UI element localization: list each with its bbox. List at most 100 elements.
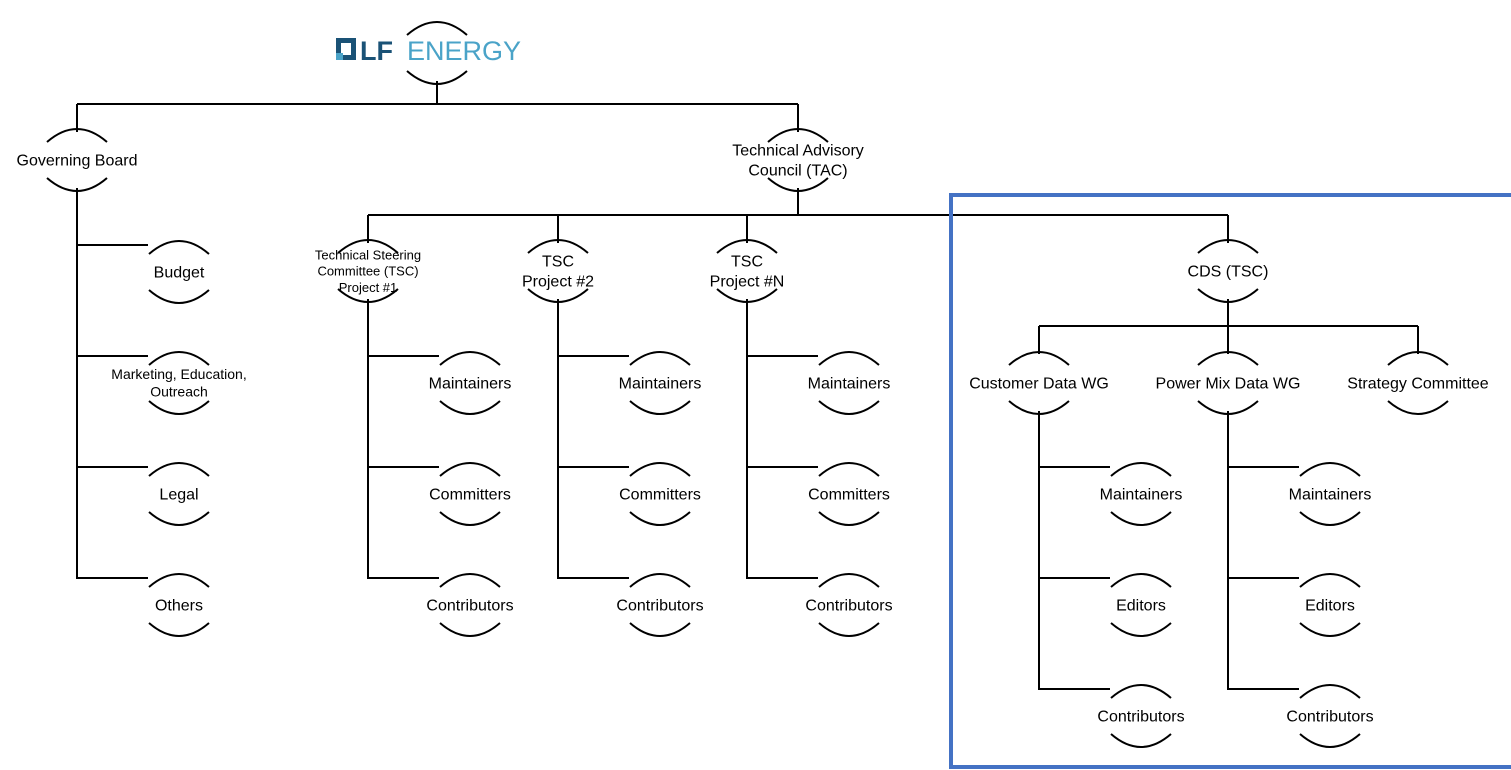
tsc-project-1-maintainers-label: Maintainers [429,376,512,393]
node-arcs [46,21,1449,748]
tsc-project-1-contributors-arc-top [439,573,501,588]
governing-board-marketing-education-outreach-arc-bottom [148,400,210,415]
tsc-project-3-label: TSC [731,254,763,271]
tsc-project-3-committers-label: Committers [808,487,890,504]
governing-board-legal-arc-bottom [148,511,210,526]
cds-power-mix-data-wg-label: Power Mix Data WG [1156,376,1301,393]
connector-lines [76,81,1419,690]
tsc-project-2-committers-arc-top [629,462,691,477]
governing-board-marketing-education-outreach-label: Marketing, Education, [111,366,246,382]
tsc-project-3-maintainers-arc-top [818,351,880,366]
cds-power-mix-data-wg-contributors-label: Contributors [1286,709,1373,726]
tsc-project-2-arc-top [527,239,589,254]
cds-power-mix-data-wg-editors-arc-bottom [1299,622,1361,637]
cds-power-mix-data-wg-maintainers-arc-top [1299,462,1361,477]
governing-board-budget-label: Budget [154,265,205,282]
tac-arc-bottom [767,177,829,192]
tsc-project-3-committers-arc-top [818,462,880,477]
cds-customer-data-wg-arc-bottom [1008,400,1070,415]
tsc-project-2-contributors-label: Contributors [616,598,703,615]
tsc-project-1-label: Technical Steering [315,247,421,262]
governing-board-legal-label: Legal [159,487,198,504]
cds-power-mix-data-wg-editors-label: Editors [1305,598,1355,615]
cds-power-mix-data-wg-editors-arc-top [1299,573,1361,588]
cds-tsc-arc-top [1197,239,1259,254]
tsc-project-1-committers-arc-top [439,462,501,477]
cds-strategy-committee-label: Strategy Committee [1347,376,1488,393]
tac-arc-top [767,128,829,143]
cds-customer-data-wg-editors-arc-bottom [1110,622,1172,637]
tsc-project-3-maintainers-label: Maintainers [808,376,891,393]
tsc-project-3-maintainers-arc-bottom [818,400,880,415]
tsc-project-3-arc-top [716,239,778,254]
logo-mark-text: LF [360,36,393,66]
tsc-project-2-maintainers-arc-bottom [629,400,691,415]
cds-customer-data-wg-contributors-arc-top [1110,684,1172,699]
cds-tsc-label: CDS (TSC) [1188,264,1269,281]
cds-strategy-committee-arc-bottom [1387,400,1449,415]
cds-power-mix-data-wg-arc-bottom [1197,400,1259,415]
cds-power-mix-data-wg-arc-top [1197,351,1259,366]
logo-mark-inner [341,43,351,55]
tsc-project-2-maintainers-label: Maintainers [619,376,702,393]
tsc-project-1-arc-bottom [337,288,399,303]
governing-board-legal-arc-top [148,462,210,477]
cds-power-mix-data-wg-contributors-arc-bottom [1299,733,1361,748]
tsc-project-1-contributors-label: Contributors [426,598,513,615]
governing-board-others-arc-bottom [148,622,210,637]
tsc-project-1-maintainers-arc-bottom [439,400,501,415]
tac-label: Council (TAC) [748,163,847,180]
root-node-arc-top [406,21,468,36]
tsc-project-3-committers-arc-bottom [818,511,880,526]
tsc-project-3-label: Project #N [710,274,785,291]
governing-board-budget-arc-top [148,240,210,255]
cds-highlight-box [949,193,1511,769]
tsc-project-3-contributors-arc-top [818,573,880,588]
logo-mark-accent [336,53,343,60]
tsc-project-2-contributors-arc-top [629,573,691,588]
tsc-project-2-arc-bottom [527,288,589,303]
tsc-project-2-committers-arc-bottom [629,511,691,526]
root-node-arc-bottom [406,70,468,85]
tsc-project-3-contributors-label: Contributors [805,598,892,615]
cds-customer-data-wg-editors-arc-top [1110,573,1172,588]
logo-wordmark: ENERGY [407,36,521,66]
tsc-project-2-maintainers-arc-top [629,351,691,366]
governing-board-others-arc-top [148,573,210,588]
cds-strategy-committee-arc-top [1387,351,1449,366]
tsc-project-3-arc-bottom [716,288,778,303]
tsc-project-1-maintainers-arc-top [439,351,501,366]
lf-energy-logo: LF ENERGY [336,36,521,66]
cds-power-mix-data-wg-maintainers-arc-bottom [1299,511,1361,526]
tsc-project-2-committers-label: Committers [619,487,701,504]
tsc-project-1-arc-top [337,239,399,254]
cds-power-mix-data-wg-maintainers-label: Maintainers [1289,487,1372,504]
tsc-project-2-contributors-arc-bottom [629,622,691,637]
governing-board-budget-arc-bottom [148,289,210,304]
governing-board-arc-top [46,128,108,143]
governing-board-marketing-education-outreach-label: Outreach [150,384,208,400]
tsc-project-1-label: Project #1 [339,280,398,295]
tsc-project-1-label: Committee (TSC) [317,264,418,279]
cds-customer-data-wg-maintainers-arc-top [1110,462,1172,477]
cds-tsc-arc-bottom [1197,288,1259,303]
tsc-project-2-label: Project #2 [522,274,594,291]
tsc-project-1-contributors-arc-bottom [439,622,501,637]
cds-customer-data-wg-editors-label: Editors [1116,598,1166,615]
tsc-project-2-label: TSC [542,254,574,271]
cds-customer-data-wg-maintainers-arc-bottom [1110,511,1172,526]
tsc-project-1-committers-arc-bottom [439,511,501,526]
tac-label: Technical Advisory [732,143,864,160]
cds-customer-data-wg-contributors-arc-bottom [1110,733,1172,748]
governing-board-arc-bottom [46,177,108,192]
cds-power-mix-data-wg-contributors-arc-top [1299,684,1361,699]
cds-customer-data-wg-arc-top [1008,351,1070,366]
cds-customer-data-wg-contributors-label: Contributors [1097,709,1184,726]
cds-customer-data-wg-maintainers-label: Maintainers [1100,487,1183,504]
governing-board-marketing-education-outreach-arc-top [148,351,210,366]
governing-board-others-label: Others [155,598,203,615]
tsc-project-1-committers-label: Committers [429,487,511,504]
cds-customer-data-wg-label: Customer Data WG [969,376,1109,393]
